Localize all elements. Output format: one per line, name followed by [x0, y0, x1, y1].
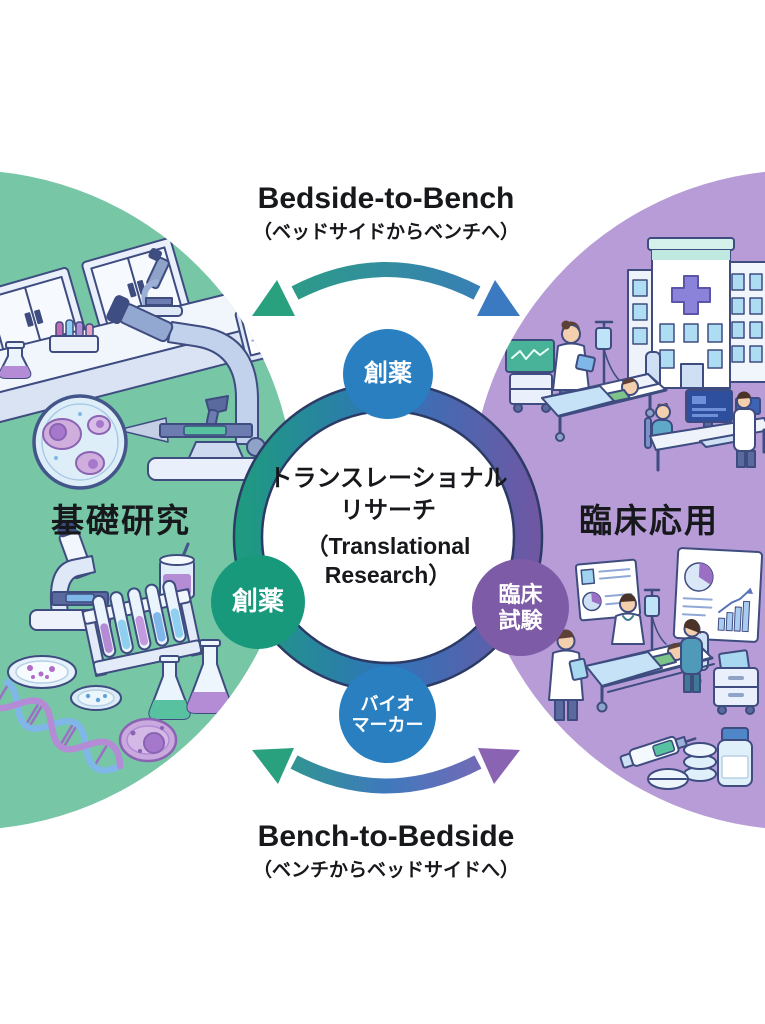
lab-illustration	[0, 237, 291, 774]
badge-biomarker: バイオ マーカー	[339, 666, 436, 763]
badge-label-line2: 試験	[498, 607, 543, 633]
medicine-bottle-icon	[717, 727, 753, 787]
tube-holder-icon	[49, 319, 99, 353]
hospital-building-icon	[627, 237, 765, 389]
bench-microscope-small-icon	[135, 248, 183, 317]
cell-blob-icon	[118, 717, 178, 763]
center-title-ja-line1: トランスレーショナル	[268, 465, 508, 492]
badge-label-line1: バイオ	[360, 693, 415, 714]
badge-label-line2: マーカー	[351, 714, 424, 735]
cell-magnifier-icon	[32, 394, 128, 490]
top-heading-en: Bedside-to-Bench	[257, 182, 515, 215]
arrowhead-left	[252, 748, 294, 784]
badge-clinical-trial: 臨床 試験	[472, 559, 569, 656]
bench-flask-icon	[0, 341, 32, 379]
vitals-monitor-cart-icon	[505, 339, 555, 413]
badge-drug-discovery-left: 創薬	[211, 555, 305, 649]
basic-research-label: 基礎研究	[51, 502, 191, 539]
chart-board-large-icon	[672, 547, 764, 643]
center-title-en-line1: （Translational	[305, 532, 471, 559]
bottom-heading-en: Bench-to-Bedside	[257, 820, 515, 853]
petri-dish-small-icon	[70, 685, 122, 711]
nurse-icon	[680, 618, 703, 693]
attending-doctor-icon	[611, 593, 645, 645]
arrowhead-right	[477, 280, 520, 316]
test-tube-rack-icon	[81, 579, 203, 678]
pill-stack-icon	[683, 742, 717, 782]
arrowhead-left	[252, 280, 295, 316]
badge-drug-discovery-top: 創薬	[343, 329, 433, 419]
bench-to-bedside-arrow	[252, 748, 520, 794]
syringe-icon	[619, 735, 697, 769]
top-heading-ja: （ベッドサイドからベンチへ）	[252, 222, 520, 243]
center-title-ja-line2: リサーチ	[340, 497, 436, 525]
computer-desk-icon	[644, 389, 765, 472]
badge-label: 創薬	[231, 586, 284, 617]
iv-drip-icon	[643, 588, 667, 650]
center-title: トランスレーショナル リサーチ （Translational Research）	[238, 463, 538, 590]
large-microscope-icon	[106, 295, 266, 481]
center-title-en-line2: Research）	[324, 561, 452, 588]
dna-helix-icon	[0, 678, 124, 774]
bottom-heading-ja: （ベンチからベッドサイドへ）	[252, 860, 520, 881]
round-pill-icon	[647, 768, 689, 790]
doctor-with-tablet-icon	[548, 629, 589, 721]
badge-label: 創薬	[364, 360, 412, 388]
arrowhead-right	[478, 748, 520, 784]
petri-dish-icon	[7, 655, 77, 689]
clinical-application-label: 臨床応用	[579, 502, 719, 539]
supply-cart-icon	[713, 649, 759, 715]
bedside-to-bench-arrow	[252, 262, 520, 316]
standing-clinician-icon	[733, 391, 756, 468]
hospital-bed-patient-icon	[541, 351, 668, 442]
hospital-illustration	[505, 237, 765, 790]
badge-label-line1: 臨床	[498, 582, 543, 608]
